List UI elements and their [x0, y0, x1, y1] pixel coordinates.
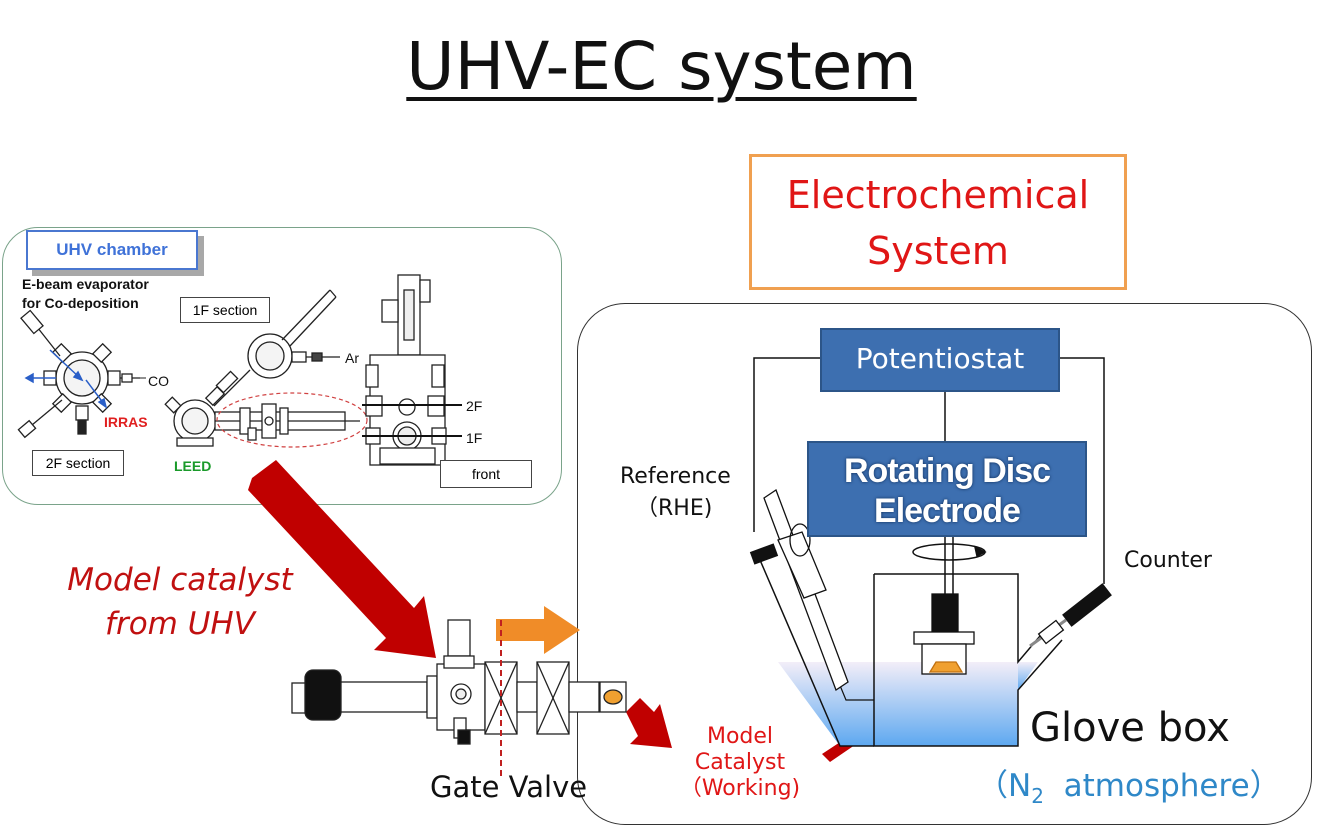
co-label: CO — [148, 373, 169, 389]
level-2f-label: 2F — [466, 398, 483, 414]
reference-electrode — [749, 489, 849, 691]
glove-box-label: Glove box — [1030, 705, 1230, 751]
counter-electrode — [1029, 583, 1112, 648]
uhv-1f-chamber — [164, 289, 360, 447]
ebeam-label-line2: for Co-deposition — [22, 295, 139, 311]
atmosphere-subscript: 2 — [1031, 784, 1044, 809]
working-line1: Model — [706, 724, 774, 749]
ebeam-label-line1: E-beam evaporator — [22, 276, 149, 292]
front-label: front — [440, 460, 532, 488]
gate-valve-label: Gate Valve — [430, 770, 588, 804]
reference-label-line2: （RHE) — [636, 496, 713, 521]
page-title: UHV-EC system — [406, 28, 917, 105]
working-electrode — [913, 593, 975, 675]
level-1f-label: 1F — [466, 430, 483, 446]
model-catalyst-line2: from UHV — [105, 606, 255, 642]
ec-line1: Electrochemical — [786, 173, 1090, 217]
model-catalyst-from-uhv-label: Model catalyst from UHV — [40, 558, 320, 646]
glove-box-outline — [577, 303, 1312, 825]
n2-atmosphere-label: （N2 atmosphere） — [977, 760, 1281, 808]
red-arrow-uhv-to-transfer — [248, 460, 436, 658]
model-catalyst-line1: Model catalyst — [67, 562, 293, 598]
potentiostat-box: Potentiostat — [820, 328, 1060, 392]
working-line2: Catalyst — [694, 750, 786, 775]
section-1f-label: 1F section — [180, 297, 270, 323]
leed-label: LEED — [174, 458, 212, 474]
cell-beaker — [759, 539, 1063, 747]
cell-wiring — [753, 357, 1105, 598]
uhv-chamber-tag: UHV chamber — [26, 230, 198, 270]
working-catalyst-label: Model Catalyst （Working) — [660, 724, 820, 802]
atmosphere-prefix: （N — [977, 768, 1032, 804]
uhv-highlight-ellipse — [216, 392, 368, 448]
rotating-disc-electrode-box: Rotating Disc Electrode — [807, 441, 1087, 537]
section-2f-label: 2F section — [32, 450, 124, 476]
irras-label: IRRAS — [104, 414, 148, 430]
rde-line1: Rotating Disc — [843, 452, 1051, 490]
electrochemical-system-box: Electrochemical System — [749, 154, 1127, 290]
atmosphere-suffix: atmosphere） — [1043, 768, 1281, 804]
ar-label: Ar — [345, 350, 359, 366]
orange-arrow-to-glove-box — [496, 606, 580, 654]
rde-line2: Electrode — [874, 492, 1021, 530]
working-line3: （Working) — [679, 776, 801, 801]
ec-line2: System — [867, 229, 1009, 273]
transfer-rod — [291, 619, 627, 745]
red-arrow-to-working — [626, 698, 672, 748]
uhv-beam-arrows — [24, 349, 108, 409]
counter-label: Counter — [1124, 548, 1212, 573]
reference-label-line1: Reference — [620, 464, 731, 489]
